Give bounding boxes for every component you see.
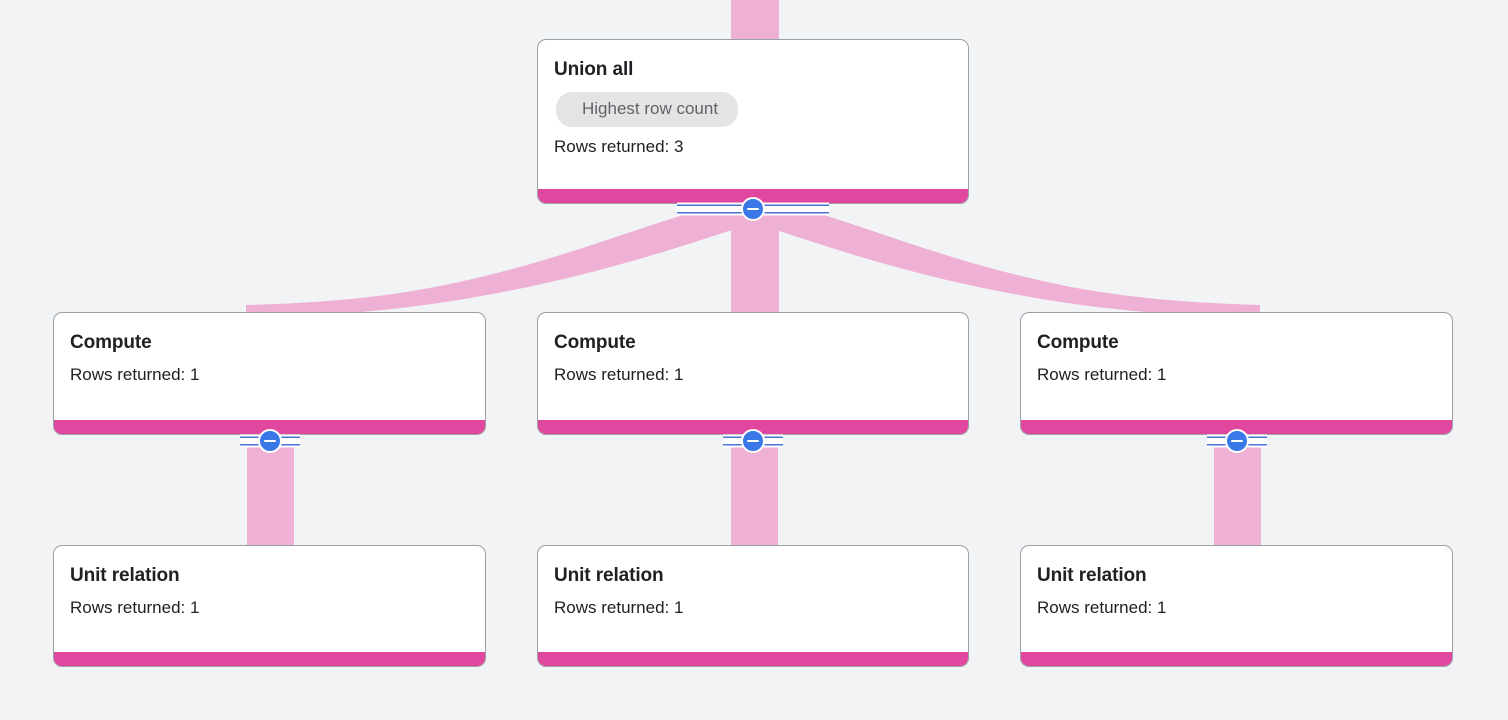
node-title: Unit relation — [1037, 565, 1147, 586]
minus-icon[interactable] — [741, 429, 765, 453]
edge-inbound-top — [731, 0, 779, 40]
rows-returned-label: Rows returned: 1 — [70, 365, 200, 384]
toggle-compute-right[interactable] — [1203, 428, 1271, 454]
node-accent-footer — [54, 652, 485, 666]
toggle-rail-right — [761, 202, 829, 216]
node-unit-relation-left[interactable]: Unit relation Rows returned: 1 — [53, 545, 486, 667]
node-body: Unit relation Rows returned: 1 — [1021, 546, 1452, 652]
rows-returned-label: Rows returned: 1 — [554, 365, 684, 384]
rows-returned-label: Rows returned: 1 — [554, 598, 684, 617]
node-accent-footer — [1021, 420, 1452, 434]
node-accent-footer — [538, 652, 968, 666]
minus-icon[interactable] — [258, 429, 282, 453]
node-unit-relation-right[interactable]: Unit relation Rows returned: 1 — [1020, 545, 1453, 667]
node-body: Compute Rows returned: 1 — [538, 313, 968, 420]
rows-returned-label: Rows returned: 3 — [554, 137, 684, 156]
node-compute-right[interactable]: Compute Rows returned: 1 — [1020, 312, 1453, 435]
minus-icon[interactable] — [1225, 429, 1249, 453]
toggle-compute-left[interactable] — [236, 428, 304, 454]
rows-returned-label: Rows returned: 1 — [1037, 365, 1167, 384]
node-accent-footer — [54, 420, 485, 434]
node-title: Compute — [554, 332, 636, 353]
node-body: Compute Rows returned: 1 — [1021, 313, 1452, 420]
rows-returned-label: Rows returned: 1 — [1037, 598, 1167, 617]
node-accent-footer — [538, 189, 968, 203]
node-title: Unit relation — [554, 565, 664, 586]
node-body: Unit relation Rows returned: 1 — [54, 546, 485, 652]
rows-returned-label: Rows returned: 1 — [70, 598, 200, 617]
node-accent-footer — [538, 420, 968, 434]
highest-row-count-badge: Highest row count — [556, 92, 739, 127]
node-compute-center[interactable]: Compute Rows returned: 1 — [537, 312, 969, 435]
toggle-rail-left — [677, 202, 745, 216]
node-title: Compute — [1037, 332, 1119, 353]
node-compute-left[interactable]: Compute Rows returned: 1 — [53, 312, 486, 435]
node-title: Compute — [70, 332, 152, 353]
node-accent-footer — [1021, 652, 1452, 666]
node-title: Unit relation — [70, 565, 180, 586]
node-body: Compute Rows returned: 1 — [54, 313, 485, 420]
toggle-compute-center[interactable] — [719, 428, 787, 454]
minus-icon[interactable] — [741, 197, 765, 221]
node-body: Union all Highest row count Rows returne… — [538, 40, 968, 189]
node-union-all[interactable]: Union all Highest row count Rows returne… — [537, 39, 969, 204]
node-unit-relation-center[interactable]: Unit relation Rows returned: 1 — [537, 545, 969, 667]
node-title: Union all — [554, 59, 634, 80]
toggle-union-all[interactable] — [677, 196, 829, 222]
node-body: Unit relation Rows returned: 1 — [538, 546, 968, 652]
